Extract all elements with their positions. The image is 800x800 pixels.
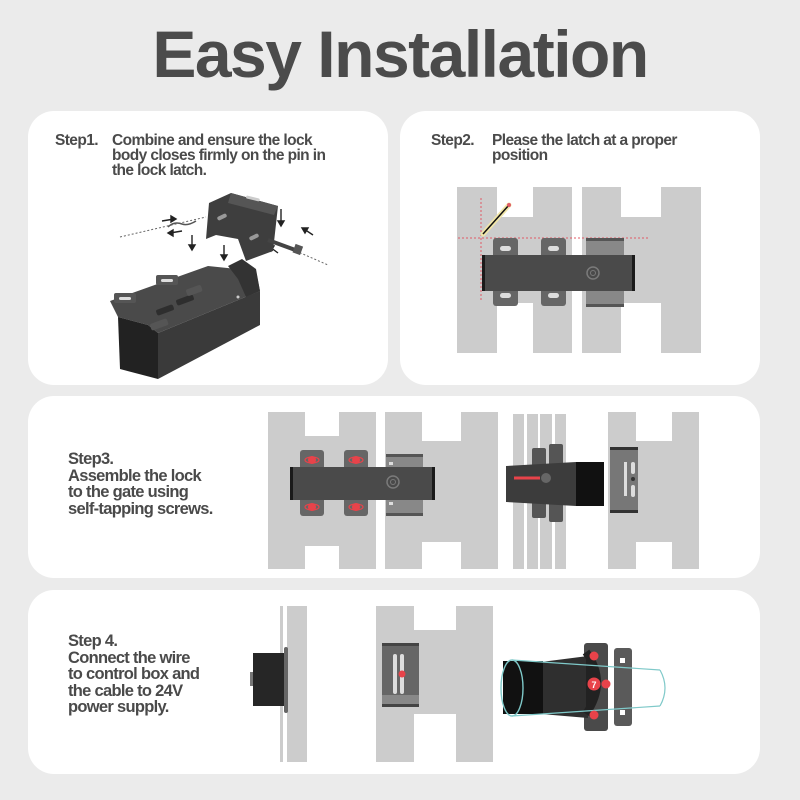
- screw-icons: [587, 651, 611, 720]
- clip-pin-icon: [167, 220, 197, 228]
- step-number-badge: 7: [591, 680, 596, 690]
- screw-icon: [398, 670, 406, 678]
- step3-instruction: Step3. Assemble the lock to the gate usi…: [68, 451, 213, 517]
- exploded-lock-assembly-illustration: [110, 193, 329, 379]
- step2-label: Step2.: [431, 132, 475, 149]
- lock-mounted-illustration: [268, 412, 699, 569]
- step3-panel: Step3. Assemble the lock to the gate usi…: [28, 396, 760, 578]
- step2-panel: Step2. Please the latch at a proper posi…: [400, 111, 760, 385]
- latch-positioning-illustration: [457, 187, 701, 353]
- step3-label: Step3.: [68, 450, 114, 468]
- step1-text: Combine and ensure the lock body closes …: [112, 132, 326, 179]
- step2-text: Please the latch at a proper position: [492, 132, 677, 164]
- step1-panel: Step1. Combine and ensure the lock body …: [28, 111, 388, 385]
- step4-text: Connect the wire to control box and the …: [68, 648, 200, 716]
- step4-panel: Step 4. Connect the wire to control box …: [28, 590, 760, 774]
- step1-label: Step1.: [55, 132, 99, 149]
- wiring-illustration: 7: [250, 606, 666, 762]
- pencil-icon: [480, 202, 512, 237]
- page-title: Easy Installation: [152, 17, 649, 91]
- step4-instruction: Step 4. Connect the wire to control box …: [68, 632, 200, 716]
- screw-icons: [304, 456, 364, 511]
- step3-text: Assemble the lock to the gate using self…: [68, 466, 213, 518]
- step4-label: Step 4.: [68, 632, 118, 650]
